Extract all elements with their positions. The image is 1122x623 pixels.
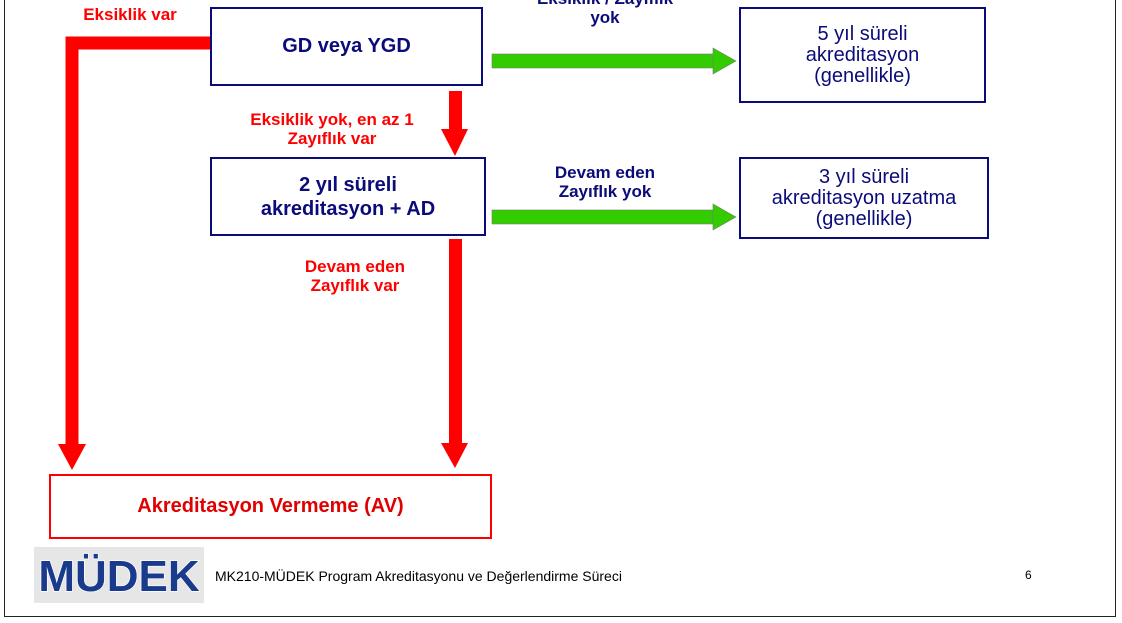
node-gd-ygd: GD veya YGD [210,7,483,86]
node-two-year-line2: akreditasyon + AD [260,197,436,220]
label-eksiklik-yok-zayiflik-var: Eksiklik yok, en az 1 Zayıflık var [250,110,414,148]
arrow-eksiklik-zayiflik-yok-head [712,47,737,75]
arrow-devam-yok-shaft [491,209,715,225]
node-two-year: 2 yıl süreli akreditasyon + AD [210,157,486,236]
label-devam-zayiflik-yok: Devam eden Zayıflık yok [554,163,656,201]
node-five-year-line3: (genellikle) [814,64,911,87]
node-av-label: Akreditasyon Vermeme (AV) [137,495,404,517]
arrow-devam-var-head [441,443,468,468]
footer-title: MK210-MÜDEK Program Akreditasyonu ve Değ… [215,568,622,584]
node-two-year-line1: 2 yıl süreli [299,173,397,196]
page-number: 6 [1025,568,1032,582]
node-five-year-line1: 5 yıl süreli [817,22,908,45]
arrow-devam-var-shaft [449,239,462,444]
node-gd-ygd-label: GD veya YGD [282,35,411,57]
arrow-eksiklik-zayiflik-yok-shaft [491,53,715,69]
node-five-year-line2: akreditasyon [805,43,920,66]
arrow-zayiflik-var-shaft [449,91,462,130]
slide-frame [4,0,1116,617]
node-three-year-line2: akreditasyon uzatma [771,186,957,209]
node-three-year: 3 yıl süreli akreditasyon uzatma (genell… [739,157,989,239]
node-three-year-line1: 3 yıl süreli [818,165,910,188]
arrow-devam-yok-head [712,203,737,231]
mudek-logo: MÜDEK [34,547,204,603]
arrow-eksiklik-var-head [58,444,86,470]
node-akreditasyon-vermeme: Akreditasyon Vermeme (AV) [49,474,492,539]
arrow-zayiflik-var-head [441,129,468,156]
label-devam-zayiflik-var: Devam eden Zayıflık var [304,257,406,295]
label-eksiklik-var: Eksiklik var [83,5,177,24]
mudek-logo-text: MÜDEK [38,552,200,601]
node-three-year-line3: (genellikle) [815,207,913,230]
arrow-eksiklik-var [65,36,210,444]
node-five-year: 5 yıl süreli akreditasyon (genellikle) [739,7,986,103]
label-eksiklik-zayiflik-yok: Eksiklik / Zayıflık yok [537,0,673,27]
